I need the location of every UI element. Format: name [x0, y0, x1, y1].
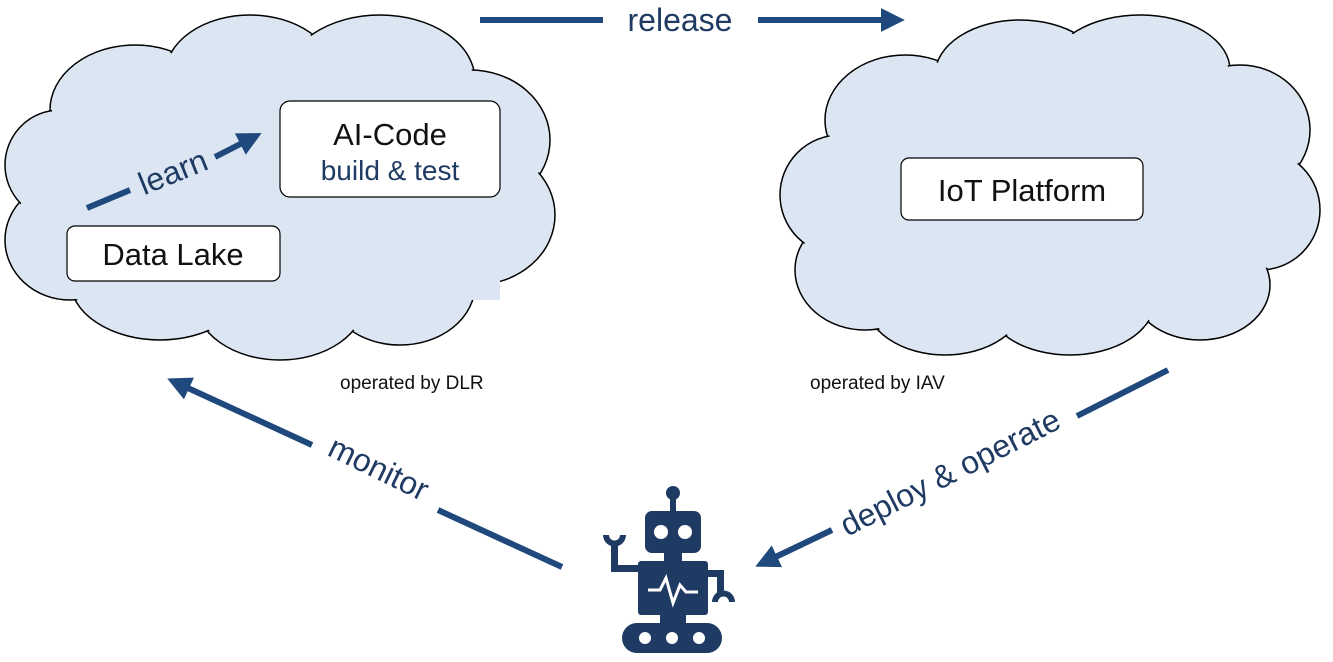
iot-platform-box: IoT Platform: [900, 157, 1144, 221]
dlr-caption: operated by DLR: [340, 373, 484, 394]
data-lake-box: Data Lake: [66, 225, 281, 282]
iot-platform-label: IoT Platform: [938, 173, 1106, 208]
ai-code-title: AI-Code: [333, 117, 447, 152]
iav-caption: operated by IAV: [810, 373, 945, 394]
monitor-label: monitor: [323, 429, 435, 508]
monitor-arrow: monitor: [167, 377, 564, 570]
ai-code-subtitle: build & test: [321, 155, 460, 186]
ai-code-box: AI-Code build & test: [279, 100, 501, 198]
deploy-arrow: deploy & operate: [755, 367, 1170, 568]
release-arrow: release: [480, 2, 905, 38]
robot-icon: [603, 486, 735, 653]
deploy-label: deploy & operate: [834, 401, 1066, 543]
data-lake-label: Data Lake: [102, 237, 243, 272]
release-label: release: [628, 2, 733, 38]
